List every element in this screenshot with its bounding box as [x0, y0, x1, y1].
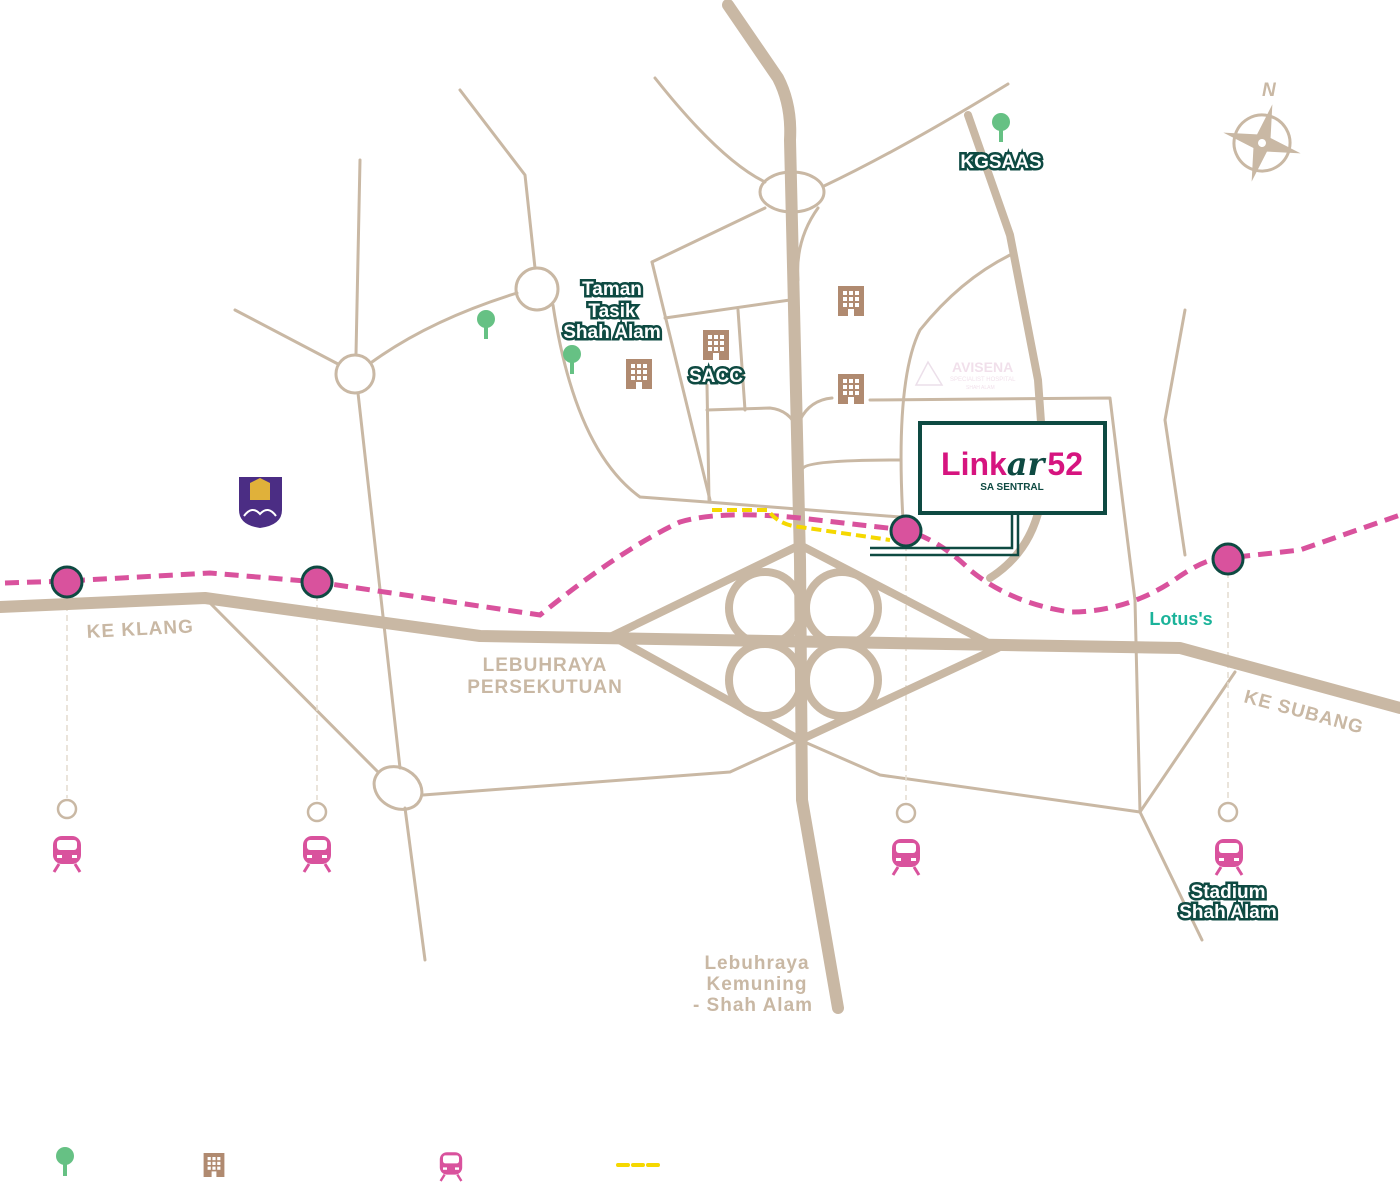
- svg-text:Linkar52: Linkar52: [941, 445, 1083, 483]
- train-icon: [1213, 837, 1245, 877]
- poi-label-sacc[interactable]: SACC: [687, 364, 746, 390]
- lrt-station-marker[interactable]: [1211, 542, 1245, 576]
- project-name-ar: ar: [1007, 445, 1047, 483]
- park-icon: [992, 113, 1010, 142]
- poi-label-taman-tasik[interactable]: Tasik: [586, 299, 639, 325]
- building-icon: [838, 286, 864, 316]
- lrt-station-marker[interactable]: [50, 565, 84, 599]
- station-pin: [56, 798, 78, 820]
- legend-train-icon: [438, 1150, 464, 1183]
- svg-text:SPECIALIST HOSPITAL: SPECIALIST HOSPITAL: [950, 377, 1016, 383]
- pedestrian-walkway: [712, 508, 891, 542]
- poi-label-stadium[interactable]: Shah Alam: [1177, 900, 1280, 926]
- legend: [56, 1147, 664, 1183]
- building-icon: [838, 374, 864, 404]
- compass-icon: [1223, 104, 1301, 182]
- train-icon: [301, 834, 333, 874]
- university-crest-icon: [239, 477, 282, 528]
- compass-north-label: N: [1262, 80, 1277, 101]
- poi-label-stadium[interactable]: Stadium: [1188, 880, 1268, 906]
- legend-building-icon: [203, 1153, 225, 1177]
- train-icon: [890, 837, 922, 877]
- road-label: LEBUHRAYA: [483, 655, 608, 676]
- project-marker-linkar52[interactable]: Linkar52 SA SENTRAL: [918, 421, 1107, 515]
- station-pin: [1217, 801, 1239, 823]
- project-subtitle: SA SENTRAL: [980, 482, 1044, 493]
- park-icon: [477, 310, 495, 339]
- highways: [0, 0, 1400, 1014]
- station-pin: [306, 801, 328, 823]
- building-icon: [626, 359, 652, 389]
- road-label: PERSEKUTUAN: [467, 677, 623, 698]
- local-roads: [203, 76, 1237, 962]
- lrt-station-marker[interactable]: [889, 514, 923, 548]
- svg-text:SHAH ALAM: SHAH ALAM: [966, 385, 995, 391]
- station-guides: [66, 545, 1229, 800]
- road-label: Lebuhraya: [704, 953, 809, 974]
- avisena-logo: AVISENA SPECIALIST HOSPITAL SHAH ALAM: [914, 359, 1016, 391]
- project-name-link: Link: [941, 446, 1007, 482]
- road-label: Kemuning: [707, 974, 808, 995]
- train-icon: [51, 834, 83, 874]
- poi-label-taman-tasik[interactable]: Taman: [580, 277, 645, 303]
- road-label-ke-klang: KE KLANG: [86, 616, 194, 643]
- building-icon: [703, 330, 729, 360]
- svg-text:AVISENA: AVISENA: [952, 359, 1013, 375]
- road-label: - Shah Alam: [693, 995, 813, 1016]
- poi-label-lotus[interactable]: Lotus's: [1149, 609, 1212, 629]
- legend-park-icon: [56, 1147, 74, 1176]
- lrt-line: [4, 512, 1400, 618]
- lrt-station-marker[interactable]: [300, 565, 334, 599]
- project-connector: [870, 513, 1020, 557]
- project-name-52: 52: [1047, 446, 1083, 482]
- poi-label-kgsaas[interactable]: KGSAAS: [958, 150, 1044, 176]
- station-pin: [895, 802, 917, 824]
- poi-label-taman-tasik[interactable]: Shah Alam: [561, 320, 664, 346]
